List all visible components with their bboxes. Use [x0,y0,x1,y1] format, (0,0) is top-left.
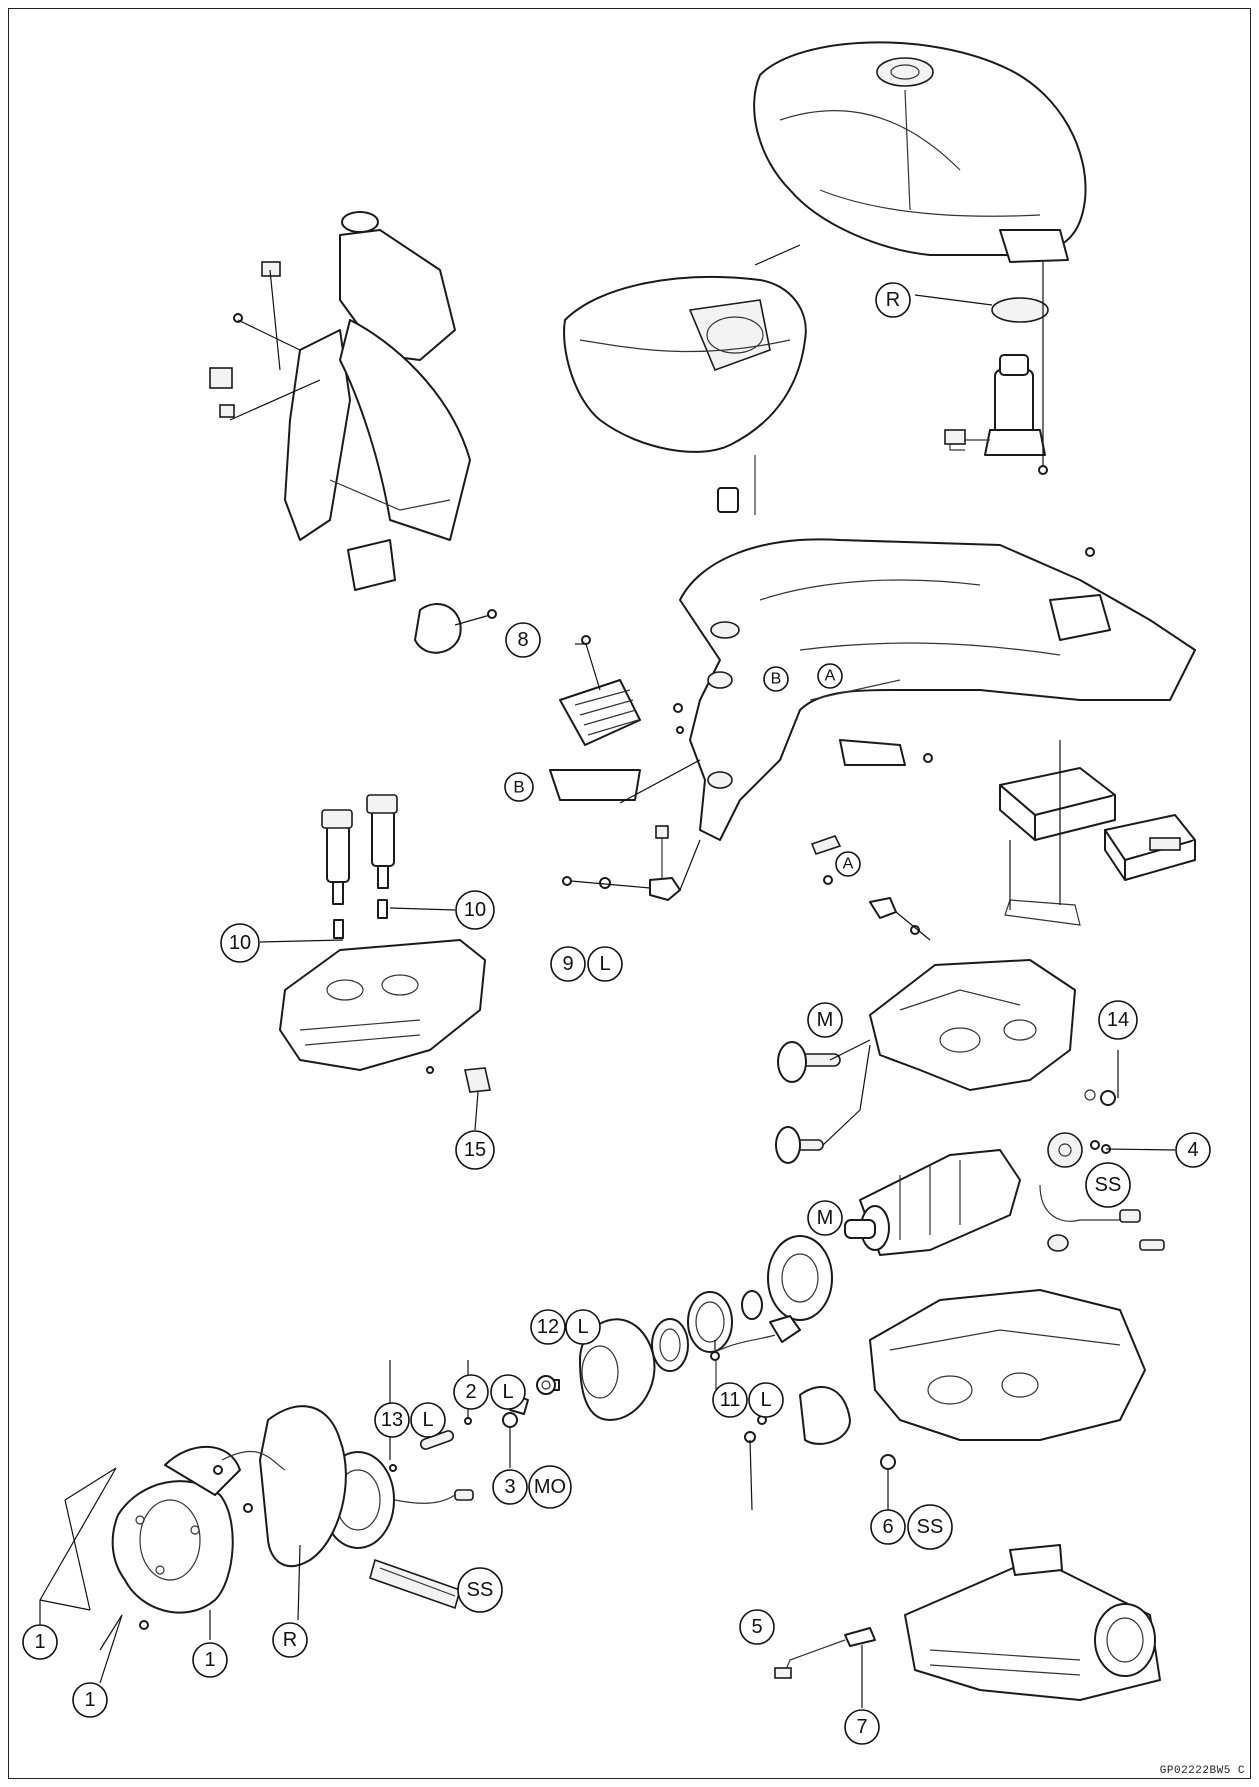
callout-5: 5 [739,1609,775,1645]
callout-10-right: 10 [455,890,495,930]
svg-text:12: 12 [537,1316,559,1338]
svg-text:1: 1 [84,1689,95,1711]
svg-text:9: 9 [562,953,573,975]
svg-text:SS: SS [467,1579,494,1601]
air-box [563,244,807,515]
callout-7: 7 [844,1709,880,1745]
callout-11: 11 [712,1382,748,1418]
gear-position-sensor [710,1315,851,1511]
lower-crankcase [869,1289,1146,1510]
callout-13: 13 [374,1402,410,1438]
callout-15: 15 [455,1130,495,1170]
diagram-frame [8,8,1251,1779]
svg-text:13: 13 [381,1409,403,1431]
callout-3: 3 [492,1469,528,1505]
svg-text:L: L [760,1389,771,1411]
callout-8: 8 [505,622,541,658]
svg-text:L: L [577,1316,588,1338]
callout-9: 9 [550,946,586,982]
callout-M-bottom: M [807,1200,843,1236]
crankshaft [844,1050,1176,1256]
callout-1-bottom: 1 [72,1682,108,1718]
svg-text:B: B [771,671,782,688]
svg-text:SS: SS [917,1516,944,1538]
svg-text:11: 11 [720,1389,741,1411]
upper-crankcase [775,959,1076,1164]
callout-R-tank: R [875,282,911,318]
svg-text:SS: SS [1095,1174,1122,1196]
callout-2-L: L [490,1374,526,1410]
callout-1-mid: 1 [192,1642,228,1678]
svg-text:L: L [422,1409,433,1431]
svg-text:R: R [886,289,900,311]
fuel-tank [753,41,1087,263]
svg-text:B: B [513,778,524,797]
regulator-rectifier [549,635,701,804]
callout-R-gasket: R [272,1622,308,1658]
svg-text:L: L [502,1381,513,1403]
cylinder-head [279,939,491,1131]
main-frame [673,538,1196,841]
ignition-coils [259,794,456,943]
svg-text:3: 3 [504,1476,515,1498]
fuel-pump [914,262,1049,475]
svg-text:8: 8 [517,629,528,651]
callout-6-SS: SS [907,1504,953,1550]
starter-rotor-assembly [544,1235,833,1421]
callout-14: 14 [1098,1000,1138,1040]
callout-11-L: L [748,1382,784,1418]
svg-text:5: 5 [751,1616,762,1638]
svg-text:M: M [817,1009,834,1031]
svg-text:A: A [825,668,836,685]
svg-text:A: A [843,856,854,873]
svg-text:1: 1 [204,1649,215,1671]
callout-B-frame: B [763,666,789,692]
muffler [774,1544,1161,1708]
svg-text:2: 2 [465,1381,476,1403]
callout-A-sensor: A [835,851,861,877]
figure-code: GP02222BW5 C [1159,1765,1245,1777]
callout-12-L: L [565,1309,601,1345]
svg-text:M: M [817,1207,834,1229]
svg-text:L: L [599,953,610,975]
callout-3-MO: MO [528,1465,572,1509]
callout-SS-stator: SS [457,1567,503,1613]
alternator-cover [64,1405,347,1651]
callout-SS-crank: SS [1085,1162,1131,1208]
callout-12: 12 [530,1309,566,1345]
svg-text:MO: MO [534,1476,566,1498]
svg-text:R: R [283,1629,297,1651]
svg-text:10: 10 [464,899,486,921]
callout-4: 4 [1175,1132,1211,1168]
svg-text:14: 14 [1107,1009,1129,1031]
callout-2: 2 [453,1374,489,1410]
svg-text:4: 4 [1187,1139,1198,1161]
callout-M-top: M [807,1002,843,1038]
callout-6: 6 [870,1509,906,1545]
side-stand-switch [562,825,931,941]
svg-text:15: 15 [464,1139,486,1161]
svg-text:10: 10 [229,932,251,954]
front-frame-left [209,211,497,654]
ecu [999,740,1196,926]
svg-text:7: 7 [856,1716,867,1738]
callout-13-L: L [410,1402,446,1438]
svg-text:6: 6 [882,1516,893,1538]
svg-text:1: 1 [34,1631,45,1653]
callout-1-left: 1 [22,1624,58,1660]
callout-B-regulator: B [504,772,534,802]
callout-10-left: 10 [220,923,260,963]
callout-9-L: L [587,946,623,982]
callout-A-frame: A [817,663,843,689]
